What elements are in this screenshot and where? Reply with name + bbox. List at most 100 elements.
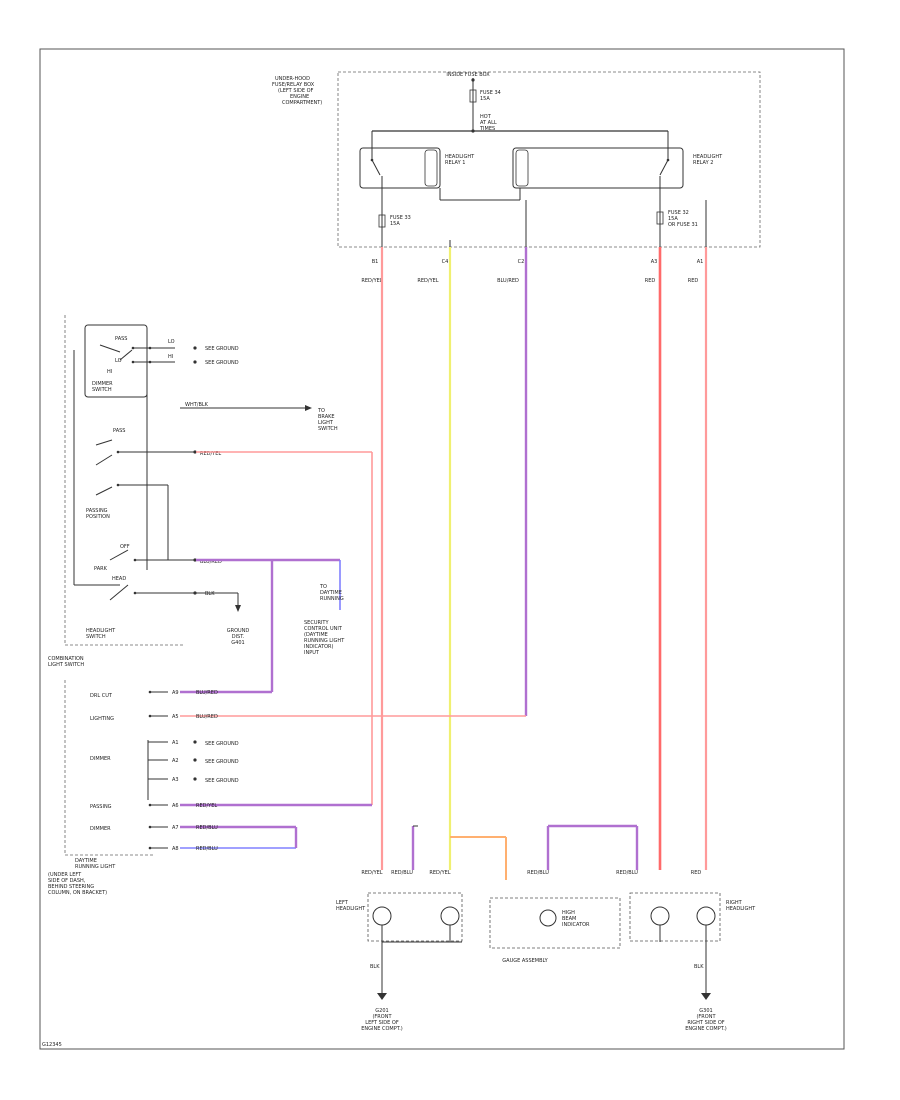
svg-text:RED/YEL: RED/YEL bbox=[196, 803, 217, 809]
svg-text:FUSE 32: FUSE 32 bbox=[668, 210, 689, 216]
svg-text:WHT/BLK: WHT/BLK bbox=[185, 402, 209, 408]
svg-text:FUSE 33: FUSE 33 bbox=[390, 215, 411, 221]
svg-text:BLU/RED: BLU/RED bbox=[196, 714, 218, 720]
svg-text:HI: HI bbox=[168, 354, 173, 360]
fuse-box-note: UNDER-HOOD FUSE/RELAY BOX (LEFT SIDE OF … bbox=[272, 76, 322, 106]
svg-text:HI: HI bbox=[107, 369, 112, 375]
svg-text:BLK: BLK bbox=[370, 964, 380, 970]
svg-text:PASS: PASS bbox=[115, 336, 127, 342]
svg-text:A7: A7 bbox=[172, 825, 179, 831]
svg-text:HEADLIGHT: HEADLIGHT bbox=[726, 906, 756, 912]
svg-text:(FRONT: (FRONT bbox=[696, 1014, 716, 1020]
svg-text:BLK: BLK bbox=[694, 964, 704, 970]
svg-text:RED/YEL: RED/YEL bbox=[361, 870, 382, 876]
fuse-box-title: INSIDE FUSE BOX bbox=[446, 72, 490, 78]
svg-text:FUSE 34: FUSE 34 bbox=[480, 90, 501, 96]
svg-text:INPUT: INPUT bbox=[304, 650, 320, 656]
svg-text:SEE GROUND: SEE GROUND bbox=[205, 778, 239, 784]
svg-text:LEFT: LEFT bbox=[336, 900, 349, 906]
svg-text:PASS: PASS bbox=[113, 428, 125, 434]
svg-text:SEE GROUND: SEE GROUND bbox=[205, 759, 239, 765]
svg-text:15A: 15A bbox=[668, 216, 678, 222]
svg-text:DAYTIME: DAYTIME bbox=[75, 858, 97, 864]
svg-text:A8: A8 bbox=[172, 846, 179, 852]
svg-text:G201: G201 bbox=[375, 1008, 388, 1014]
svg-text:RELAY 1: RELAY 1 bbox=[445, 160, 465, 166]
svg-text:A3: A3 bbox=[172, 777, 179, 783]
svg-text:CONTROL UNIT: CONTROL UNIT bbox=[304, 626, 343, 632]
svg-text:SEE GROUND: SEE GROUND bbox=[205, 346, 239, 352]
svg-text:LIGHTING: LIGHTING bbox=[90, 716, 114, 722]
svg-text:ENGINE COMPT.): ENGINE COMPT.) bbox=[361, 1026, 403, 1032]
svg-text:UNDER-HOOD: UNDER-HOOD bbox=[275, 76, 310, 82]
svg-text:BLU/RED: BLU/RED bbox=[196, 690, 218, 696]
svg-text:HEADLIGHT: HEADLIGHT bbox=[336, 906, 366, 912]
svg-text:DIMMER: DIMMER bbox=[92, 381, 113, 387]
svg-text:DIMMER: DIMMER bbox=[90, 826, 111, 832]
svg-text:DAYTIME: DAYTIME bbox=[320, 590, 342, 596]
svg-text:(UNDER LEFT: (UNDER LEFT bbox=[48, 872, 82, 878]
svg-text:A3: A3 bbox=[651, 259, 658, 265]
diagram-border bbox=[39, 48, 845, 1050]
svg-text:RED/BLU: RED/BLU bbox=[527, 870, 549, 876]
svg-text:G401: G401 bbox=[231, 640, 244, 646]
fuse-34-symbol bbox=[469, 89, 477, 103]
svg-text:RED/YEL: RED/YEL bbox=[429, 870, 450, 876]
svg-text:PASSING: PASSING bbox=[86, 508, 108, 514]
top-wire-labels: B1 RED/YEL C4 RED/YEL C2 BLU/RED A3 RED … bbox=[361, 259, 703, 284]
svg-text:15A: 15A bbox=[480, 96, 490, 102]
svg-text:RELAY 2: RELAY 2 bbox=[693, 160, 713, 166]
svg-text:C2: C2 bbox=[518, 259, 525, 265]
svg-text:G301: G301 bbox=[699, 1008, 712, 1014]
svg-text:(FRONT: (FRONT bbox=[372, 1014, 392, 1020]
svg-text:RED/BLU: RED/BLU bbox=[196, 825, 218, 831]
svg-text:POSITION: POSITION bbox=[86, 514, 110, 520]
svg-text:ENGINE COMPT.): ENGINE COMPT.) bbox=[685, 1026, 727, 1032]
svg-text:LEFT SIDE OF: LEFT SIDE OF bbox=[365, 1020, 399, 1026]
svg-text:HEADLIGHT: HEADLIGHT bbox=[445, 154, 475, 160]
svg-text:INDICATOR): INDICATOR) bbox=[304, 644, 334, 650]
combination-switch: PASS LO HI DIMMER SWITCH LO HI SEE GROUN… bbox=[48, 315, 373, 805]
svg-text:RED/YEL: RED/YEL bbox=[361, 278, 382, 284]
footer-code: G12345 bbox=[42, 1042, 62, 1048]
svg-text:15A: 15A bbox=[390, 221, 400, 227]
svg-text:INDICATOR: INDICATOR bbox=[562, 922, 590, 928]
svg-text:A1: A1 bbox=[172, 740, 179, 746]
left-ground-symbol bbox=[377, 993, 387, 1000]
svg-text:A2: A2 bbox=[172, 758, 179, 764]
svg-text:OR FUSE 31: OR FUSE 31 bbox=[668, 222, 698, 228]
svg-text:DIST.: DIST. bbox=[232, 634, 245, 640]
svg-text:HOT: HOT bbox=[480, 114, 492, 120]
svg-text:HEADLIGHT: HEADLIGHT bbox=[693, 154, 723, 160]
svg-text:RUNNING LIGHT: RUNNING LIGHT bbox=[304, 638, 345, 644]
fuse-box: INSIDE FUSE BOX UNDER-HOOD FUSE/RELAY BO… bbox=[272, 71, 761, 248]
fuse-33-symbol bbox=[378, 214, 386, 228]
svg-text:RIGHT SIDE OF: RIGHT SIDE OF bbox=[687, 1020, 724, 1026]
svg-text:A1: A1 bbox=[697, 259, 704, 265]
svg-text:LIGHT: LIGHT bbox=[318, 420, 334, 426]
svg-text:TO: TO bbox=[319, 584, 327, 590]
svg-text:RED: RED bbox=[691, 870, 702, 876]
svg-text:RIGHT: RIGHT bbox=[726, 900, 743, 906]
svg-text:ENGINE: ENGINE bbox=[290, 94, 309, 100]
drl-control-unit: DRL CUT A9 BLU/RED LIGHTING A5 BLU/RED D… bbox=[48, 680, 526, 896]
svg-text:BLU/RED: BLU/RED bbox=[497, 278, 519, 284]
svg-text:AT ALL: AT ALL bbox=[480, 120, 497, 126]
svg-text:TIMES: TIMES bbox=[479, 126, 495, 132]
gauge-assembly bbox=[489, 897, 621, 949]
svg-text:A6: A6 bbox=[172, 803, 179, 809]
lamps: RED/YEL RED/BLU RED/YEL RED/BLU RED/BLU … bbox=[336, 824, 756, 1032]
relay-1 bbox=[359, 147, 441, 189]
fuse-32-symbol bbox=[656, 211, 664, 225]
svg-text:HIGH: HIGH bbox=[562, 910, 575, 916]
svg-text:A9: A9 bbox=[172, 690, 179, 696]
svg-text:RED: RED bbox=[645, 278, 656, 284]
main-wires bbox=[380, 247, 708, 870]
svg-text:RUNNING: RUNNING bbox=[320, 596, 344, 602]
svg-text:BRAKE: BRAKE bbox=[318, 414, 335, 420]
svg-text:RED/BLU: RED/BLU bbox=[196, 846, 218, 852]
svg-text:SWITCH: SWITCH bbox=[318, 426, 338, 432]
svg-text:SEE GROUND: SEE GROUND bbox=[205, 360, 239, 366]
svg-text:SWITCH: SWITCH bbox=[92, 387, 112, 393]
svg-text:RED: RED bbox=[688, 278, 699, 284]
